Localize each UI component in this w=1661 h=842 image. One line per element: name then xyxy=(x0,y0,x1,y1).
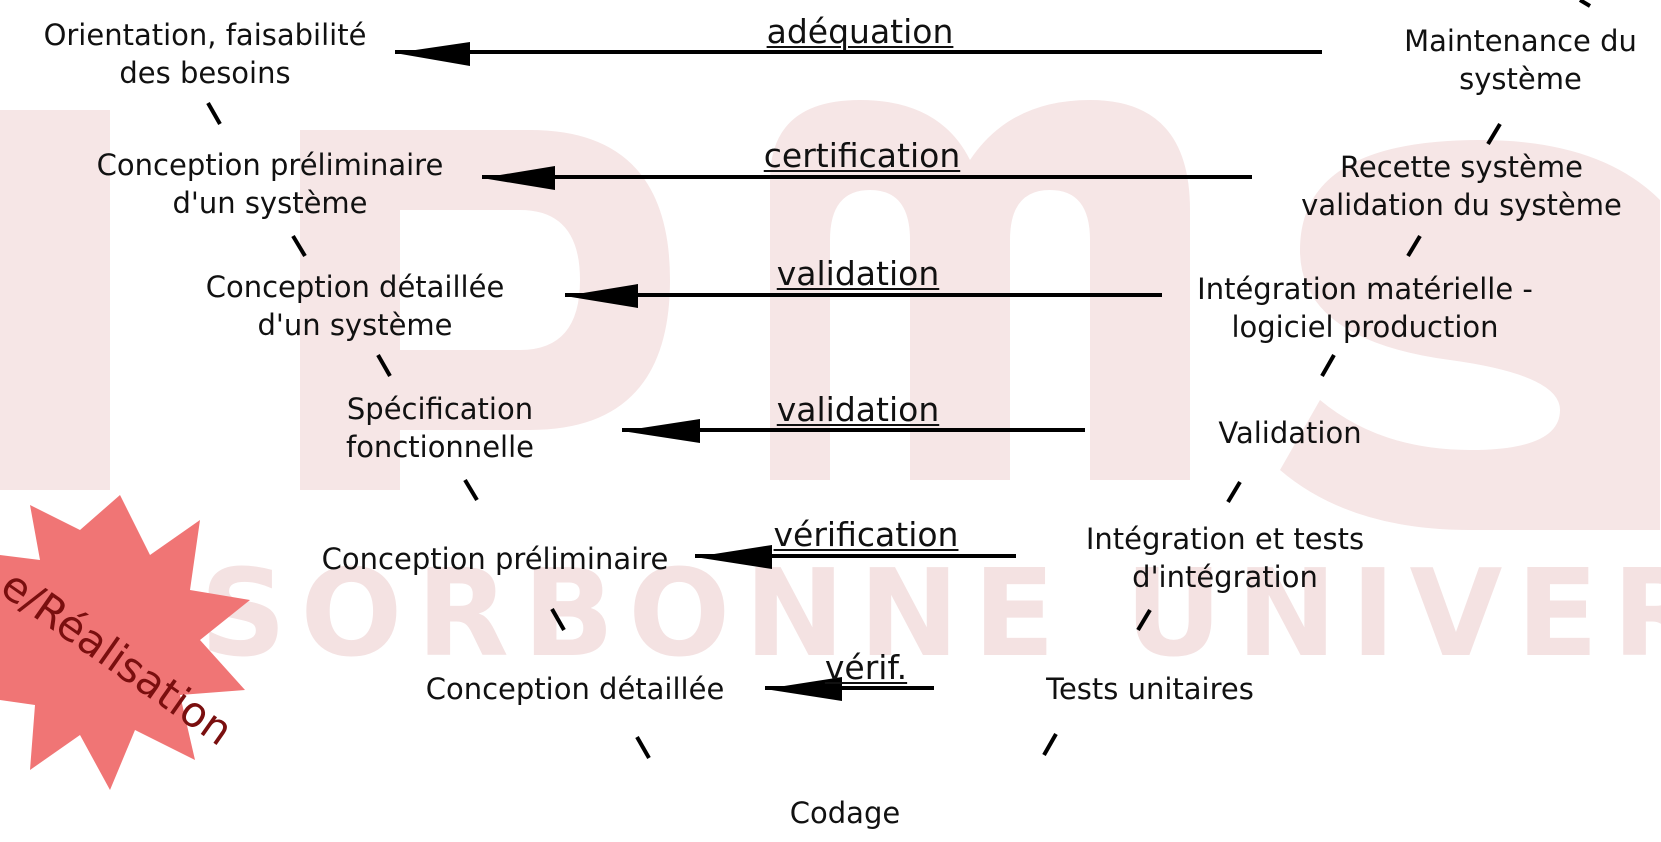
node-im-line-1: Intégration matérielle - xyxy=(1197,272,1533,306)
node-cps-line-2: d'un système xyxy=(172,186,368,220)
node-cds-line-1: Conception détaillée xyxy=(205,270,505,304)
realisation-badge: e/Réalisation xyxy=(0,495,250,790)
arrow-verification xyxy=(695,545,1016,569)
node-maintenance-line-2: système xyxy=(1459,62,1582,96)
badge-starburst xyxy=(0,495,250,790)
node-conception-detaillee-systeme: Conception détaillée d'un système xyxy=(170,268,540,344)
label-adequation: adéquation xyxy=(766,12,954,51)
label-validation-2: validation xyxy=(776,390,940,429)
node-conception-detaillee: Conception détaillée xyxy=(400,670,750,708)
label-validation-1: validation xyxy=(776,254,940,293)
label-verif: vérif. xyxy=(824,648,908,687)
node-specification-fonctionnelle: Spécification fonctionnelle xyxy=(295,390,585,466)
node-it-line-2: d'intégration xyxy=(1132,560,1318,594)
node-cd-line-1: Conception détaillée xyxy=(425,672,725,706)
label-verification: vérification xyxy=(773,515,959,554)
left-connectors xyxy=(206,102,651,759)
node-codage: Codage xyxy=(720,794,970,832)
node-recette-line-2: validation du système xyxy=(1301,188,1622,222)
arrow-validation-2 xyxy=(622,419,1085,443)
node-cds-line-2: d'un système xyxy=(257,308,453,342)
node-maintenance-line-1: Maintenance du xyxy=(1404,24,1637,58)
arrow-verif xyxy=(765,677,934,701)
node-im-line-2: logiciel production xyxy=(1231,310,1499,344)
node-codage-line-1: Codage xyxy=(789,796,901,830)
node-it-line-1: Intégration et tests xyxy=(1085,522,1365,556)
node-recette: Recette système validation du système xyxy=(1262,148,1661,224)
node-orientation-line-1: Orientation, faisabilité xyxy=(43,18,367,52)
node-cps-line-1: Conception préliminaire xyxy=(96,148,444,182)
node-recette-line-1: Recette système xyxy=(1340,150,1583,184)
node-validation: Validation xyxy=(1140,414,1440,452)
node-integration-materielle: Intégration matérielle - logiciel produc… xyxy=(1170,270,1560,346)
svg-text:SORBONNE UNIVERSITE: SORBONNE UNIVERSITE xyxy=(200,545,1661,684)
node-cp-line-1: Conception préliminaire xyxy=(321,542,669,576)
node-validation-line-1: Validation xyxy=(1218,416,1362,450)
node-sf-line-1: Spécification xyxy=(346,392,534,426)
right-connectors xyxy=(1042,0,1592,756)
node-orientation: Orientation, faisabilité des besoins xyxy=(15,16,395,92)
arrow-certification xyxy=(482,166,1252,190)
node-orientation-line-2: des besoins xyxy=(119,56,291,90)
arrow-adequation xyxy=(395,42,1322,66)
node-tests-unitaires: Tests unitaires xyxy=(1010,670,1290,708)
node-maintenance: Maintenance du système xyxy=(1380,22,1661,98)
node-integration-tests: Intégration et tests d'intégration xyxy=(1040,520,1410,596)
arrow-validation-1 xyxy=(565,284,1162,308)
node-conception-preliminaire: Conception préliminaire xyxy=(295,540,695,578)
node-tu-line-1: Tests unitaires xyxy=(1046,672,1254,706)
node-sf-line-2: fonctionnelle xyxy=(345,430,534,464)
label-certification: certification xyxy=(763,136,961,175)
node-conception-preliminaire-systeme: Conception préliminaire d'un système xyxy=(70,146,470,222)
